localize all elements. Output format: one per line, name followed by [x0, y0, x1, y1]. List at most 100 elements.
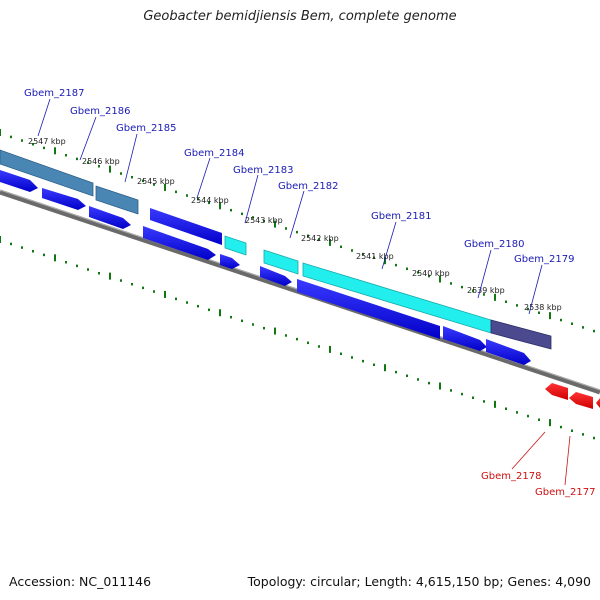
- tick-mark: [571, 322, 573, 325]
- tick-mark: [142, 179, 144, 183]
- tick-mark: [54, 254, 56, 262]
- tick-mark: [549, 419, 551, 427]
- gene-label-gbem-2184[interactable]: Gbem_2184: [184, 148, 244, 159]
- tick-mark: [483, 293, 485, 296]
- tick-mark: [318, 345, 320, 348]
- tick-mark: [406, 267, 408, 271]
- leader-gbem-2187: [37, 98, 51, 137]
- leader-gbem-2178: [511, 431, 546, 470]
- tick-mark: [362, 252, 364, 256]
- tick-mark: [505, 300, 507, 303]
- gene-label-gbem-2179[interactable]: Gbem_2179: [514, 254, 574, 265]
- tick-mark: [43, 253, 45, 257]
- gene-label-gbem-2186[interactable]: Gbem_2186: [70, 106, 130, 117]
- gene-arrow-gbem-2181[interactable]: [297, 279, 440, 339]
- tick-mark: [329, 238, 331, 246]
- gene-arrow-gbem-2185[interactable]: [89, 206, 131, 229]
- map-title: Geobacter bemidjiensis Bem, complete gen…: [143, 9, 457, 24]
- leader-gbem-2185: [124, 133, 138, 183]
- gene-arrow-gbem-2178[interactable]: [545, 383, 568, 400]
- tick-mark: [560, 425, 562, 429]
- tick-mark: [384, 364, 386, 372]
- leader-gbem-2180: [477, 249, 492, 299]
- tick-mark: [571, 429, 573, 432]
- gene-arrow-gbem-2184-a[interactable]: [150, 208, 222, 245]
- kbp-label: 2543 kbp: [245, 216, 283, 225]
- gene-arrow-gbem-2183[interactable]: [220, 254, 240, 269]
- tick-mark: [208, 308, 210, 312]
- gene-label-gbem-2181[interactable]: Gbem_2181: [371, 211, 431, 222]
- cds-gbem-2187-2186[interactable]: [0, 149, 94, 197]
- tick-mark: [472, 396, 474, 400]
- tick-mark: [384, 257, 386, 265]
- tick-mark: [186, 301, 188, 304]
- gene-label-gbem-2177[interactable]: Gbem_2177: [535, 487, 595, 498]
- gene-label-gbem-2185[interactable]: Gbem_2185: [116, 123, 176, 134]
- tick-mark: [296, 230, 298, 234]
- tick-mark: [0, 129, 1, 136]
- tick-mark: [21, 139, 23, 142]
- tick-mark: [263, 326, 265, 330]
- gene-labels-plus: Gbem_2187 Gbem_2186 Gbem_2185 Gbem_2184 …: [24, 88, 574, 265]
- tick-mark: [329, 345, 331, 353]
- tick-mark: [263, 219, 265, 223]
- tick-mark: [527, 307, 529, 311]
- tick-mark: [109, 165, 111, 173]
- cds-gbem-2185[interactable]: [95, 185, 139, 215]
- tick-mark: [131, 175, 133, 179]
- tick-mark: [461, 285, 463, 289]
- tick-mark: [307, 234, 309, 238]
- leader-gbem-2177: [564, 435, 571, 486]
- tick-mark: [340, 245, 342, 249]
- tick-mark: [32, 249, 34, 253]
- kbp-label: 2541 kbp: [356, 252, 394, 261]
- gene-arrow-gbem-2177[interactable]: [569, 392, 593, 409]
- tick-mark: [219, 309, 221, 317]
- gene-arrow-gbem-2184-b[interactable]: [143, 226, 216, 260]
- tick-mark: [307, 341, 309, 345]
- tick-mark: [164, 290, 166, 298]
- leader-lines-minus: [511, 431, 571, 486]
- gene-arrow-gbem-2187[interactable]: [0, 170, 38, 192]
- tick-mark: [593, 436, 595, 440]
- plus-strand-genes: [0, 170, 531, 365]
- tick-mark: [131, 282, 133, 286]
- tick-mark: [549, 312, 551, 320]
- tick-mark: [373, 363, 375, 367]
- tick-mark: [76, 157, 78, 161]
- gene-arrow-gbem-2186[interactable]: [42, 188, 86, 210]
- tick-mark: [274, 327, 276, 335]
- tick-mark: [32, 142, 34, 146]
- kbp-label: 2540 kbp: [412, 269, 450, 278]
- leader-gbem-2179: [528, 264, 543, 315]
- tick-mark: [406, 374, 408, 378]
- lower-tick-track: [0, 236, 595, 440]
- tick-mark: [274, 220, 276, 228]
- tick-mark: [582, 326, 584, 329]
- gene-arrow-partial[interactable]: [596, 398, 600, 408]
- tick-mark: [439, 382, 441, 390]
- kbp-labels: 2547 kbp 2546 kbp 2545 kbp 2544 kbp 2543…: [28, 137, 562, 312]
- gene-label-gbem-2180[interactable]: Gbem_2180: [464, 239, 524, 250]
- gene-arrow-gbem-2182[interactable]: [260, 266, 292, 286]
- gene-label-gbem-2183[interactable]: Gbem_2183: [233, 165, 293, 176]
- tick-mark: [450, 282, 452, 285]
- tick-mark: [252, 216, 254, 219]
- gene-arrow-gbem-2180-a[interactable]: [443, 326, 487, 351]
- tick-mark: [109, 272, 111, 280]
- tick-mark: [285, 334, 287, 337]
- gene-labels-minus: Gbem_2178 Gbem_2177: [481, 471, 595, 498]
- gene-label-gbem-2178[interactable]: Gbem_2178: [481, 471, 541, 482]
- cds-gbem-2183[interactable]: [224, 235, 247, 256]
- gene-arrow-gbem-2179[interactable]: [486, 339, 531, 365]
- tick-mark: [428, 274, 430, 278]
- tick-mark: [186, 194, 188, 197]
- gene-label-gbem-2182[interactable]: Gbem_2182: [278, 181, 338, 192]
- tick-mark: [538, 311, 540, 314]
- cds-gbem-2182[interactable]: [263, 249, 299, 275]
- cds-track: [0, 149, 552, 350]
- gene-label-gbem-2187[interactable]: Gbem_2187: [24, 88, 84, 99]
- kbp-label: 2544 kbp: [191, 196, 229, 205]
- cds-gbem-2180[interactable]: [490, 319, 552, 350]
- tick-mark: [43, 146, 45, 150]
